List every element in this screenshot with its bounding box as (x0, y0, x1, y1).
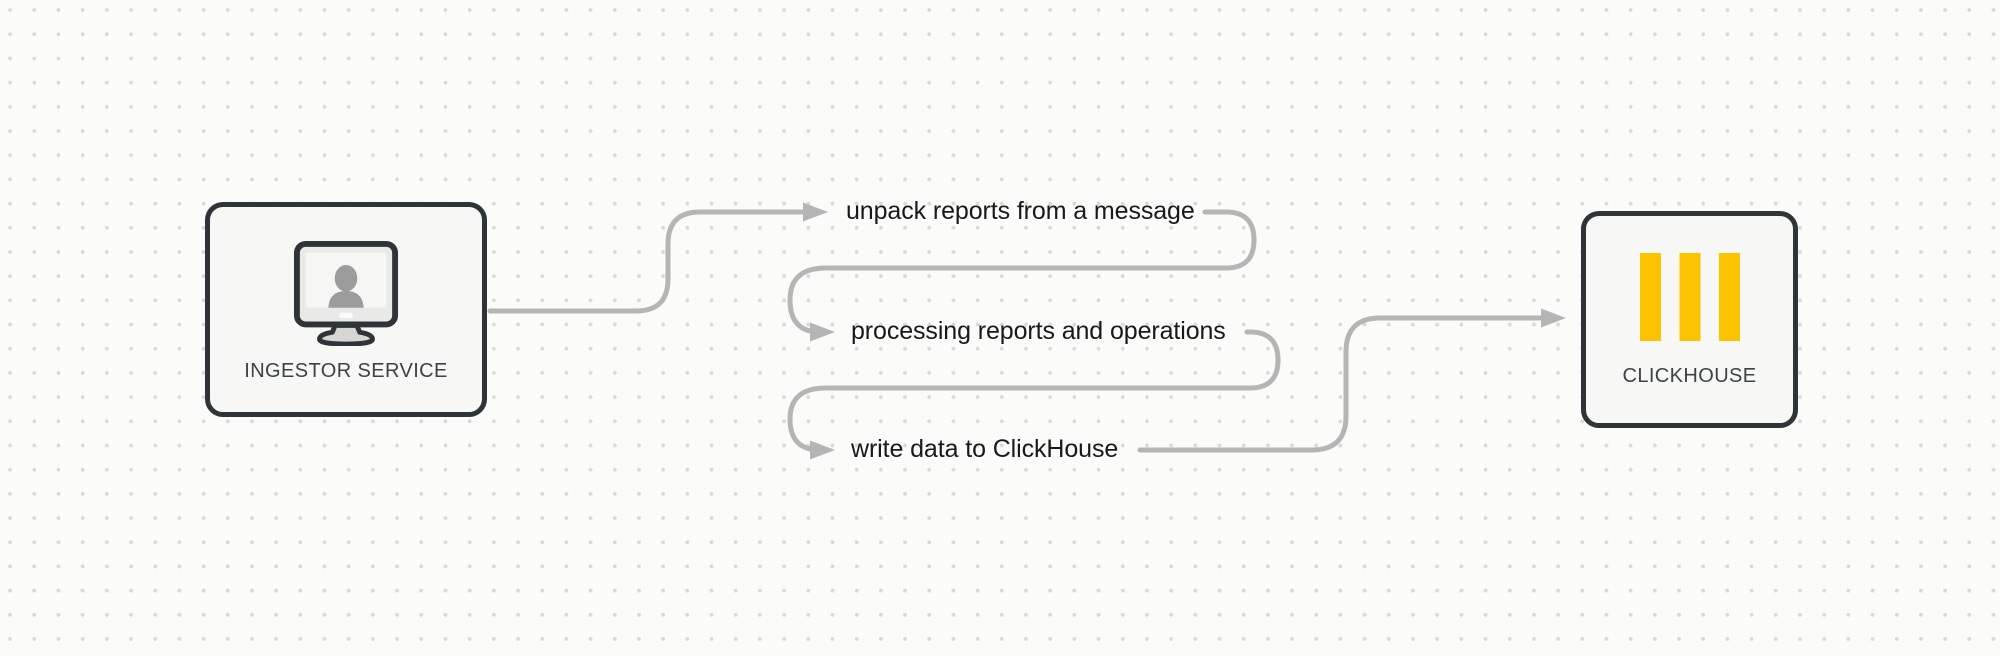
step-label-unpack: unpack reports from a message (846, 196, 1195, 225)
arrowhead-step2 (810, 322, 835, 342)
ingestor-node-label: INGESTOR SERVICE (244, 360, 448, 382)
wire-step1-to-step2 (787, 209, 1257, 335)
wire-ingestor-to-step1 (487, 209, 806, 314)
arrowhead-step3 (810, 440, 835, 460)
node-ingestor-service[interactable]: INGESTOR SERVICE (205, 202, 487, 417)
clickhouse-bars-icon (1639, 253, 1740, 341)
step-label-processing: processing reports and operations (851, 316, 1226, 345)
arrowhead-step1 (803, 202, 828, 222)
arrowhead-clickhouse (1541, 308, 1566, 328)
clickhouse-node-label: CLICKHOUSE (1622, 365, 1757, 387)
step-label-write: write data to ClickHouse (851, 434, 1119, 463)
wire-step2-to-step3 (787, 329, 1281, 453)
monitor-user-icon (293, 240, 399, 346)
node-clickhouse[interactable]: CLICKHOUSE (1581, 211, 1798, 428)
